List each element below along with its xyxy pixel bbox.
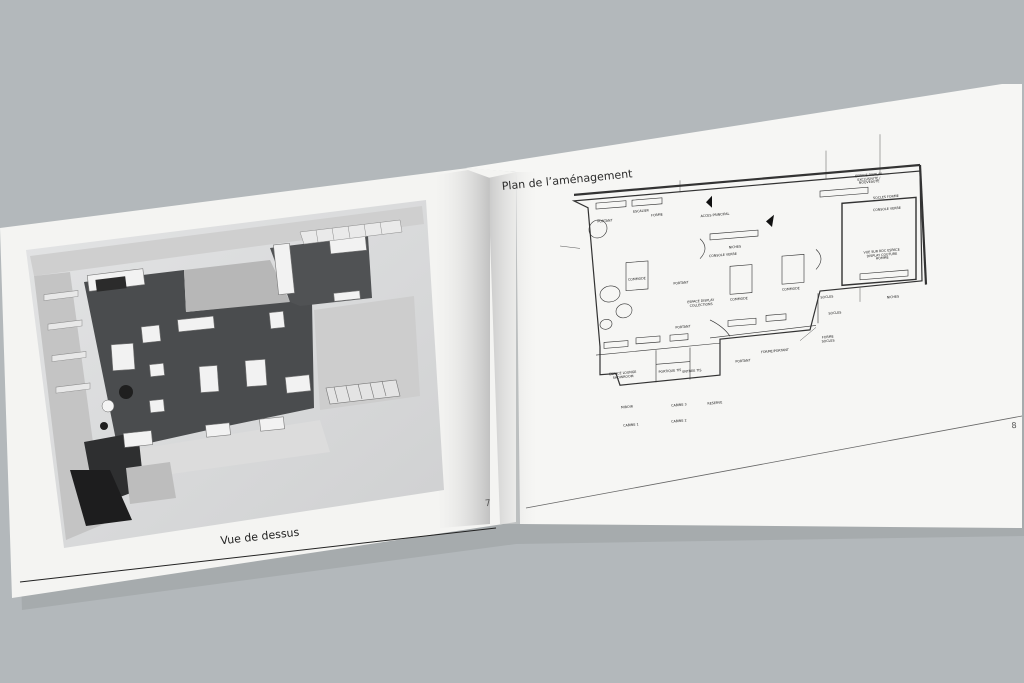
floor-plan	[559, 134, 928, 386]
right-page-number: 8	[1011, 421, 1017, 430]
floor-dark	[84, 270, 314, 450]
right-page	[466, 84, 1022, 528]
top-view-render	[26, 200, 444, 548]
left-page-number: 7	[485, 499, 492, 510]
